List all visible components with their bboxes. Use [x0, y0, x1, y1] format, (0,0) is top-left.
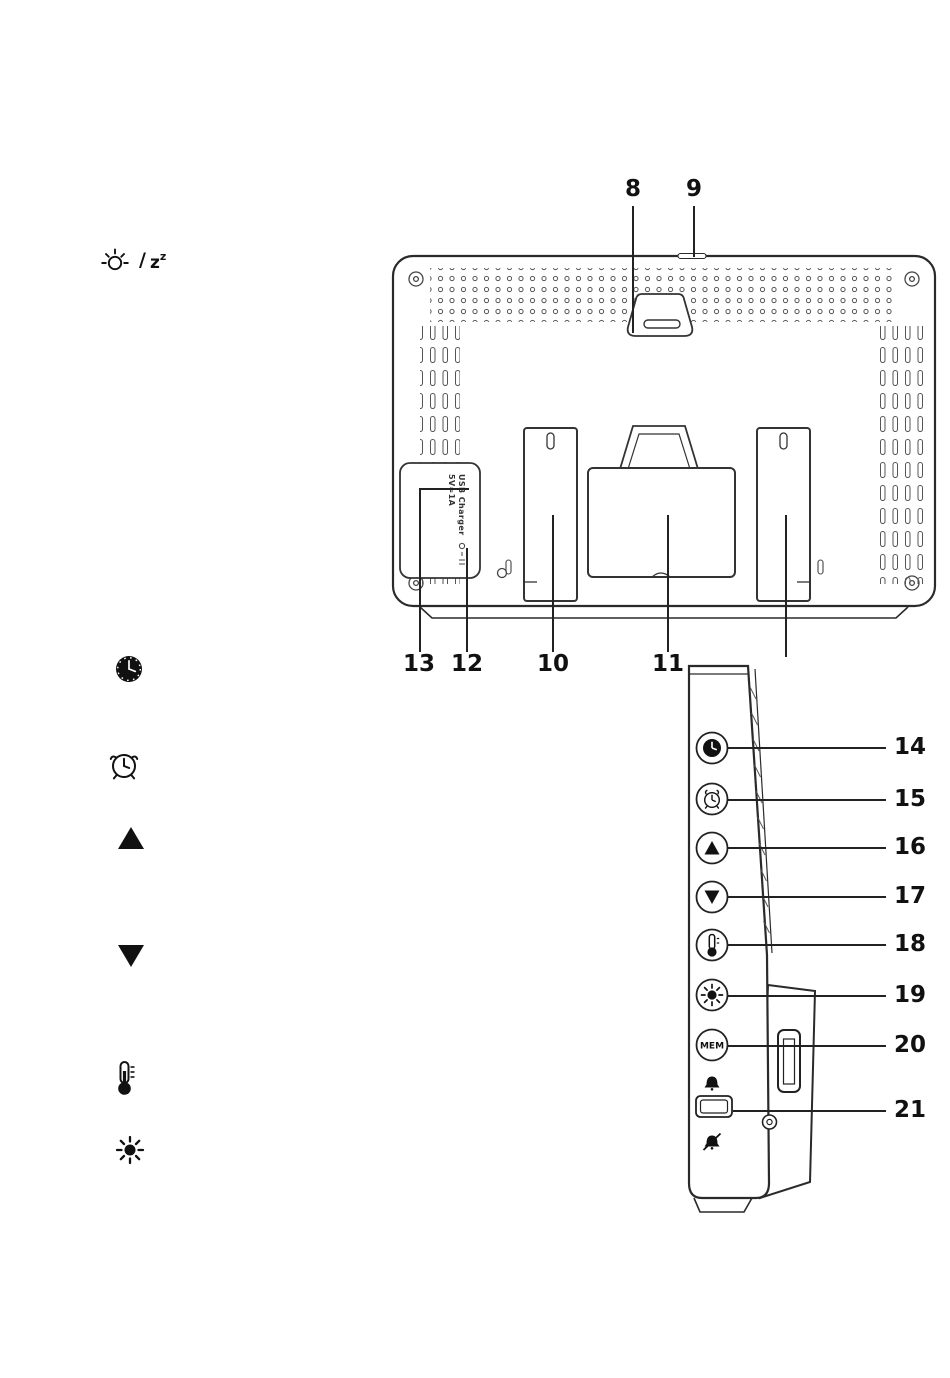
snooze-z-small: z [159, 249, 167, 263]
usb-port [777, 1029, 801, 1093]
stand-leg-left [523, 427, 578, 602]
stand-leg-right [756, 427, 811, 602]
callout-label-19: 19 [894, 982, 927, 1008]
callout-line-16 [728, 847, 886, 849]
callout-label-9: 9 [685, 176, 703, 202]
callout-line-right-leg [785, 515, 787, 657]
mem-button: MEM [695, 1028, 729, 1062]
vent-slats-right [876, 326, 926, 584]
wall-mount-hanger [626, 293, 694, 337]
callout-line-10 [552, 515, 554, 652]
callout-line-14 [728, 747, 886, 749]
device-side-view: MEM [687, 664, 817, 1213]
alarm-off-icon [702, 1132, 722, 1151]
callout-label-21: 21 [894, 1097, 927, 1123]
callout-label-8: 8 [624, 176, 642, 202]
callout-label-11: 11 [651, 651, 685, 677]
callout-label-17: 17 [894, 883, 927, 909]
temperature-button [695, 928, 729, 962]
alarm-button-icon [704, 789, 721, 810]
callout-line-20 [728, 1045, 886, 1047]
callout-line-9 [693, 206, 695, 257]
up-arrow-icon [118, 827, 144, 849]
brightness-button-icon [700, 983, 724, 1007]
callout-label-13: 13 [402, 651, 436, 677]
reset-hole [496, 567, 508, 579]
usb-charger-label: 5V=1A USB Charger [447, 474, 466, 536]
callout-label-14: 14 [894, 734, 927, 760]
callout-line-15 [728, 799, 886, 801]
corner-screws [408, 271, 920, 591]
callout-line-17 [728, 896, 886, 898]
clock-icon [116, 656, 142, 682]
callout-line-21 [733, 1110, 886, 1112]
down-button-icon [704, 890, 720, 904]
callout-line-13-horizontal [419, 488, 469, 490]
brightness-button [695, 978, 729, 1012]
callout-label-10: 10 [536, 651, 570, 677]
callout-line-18 [728, 944, 886, 946]
up-button [695, 831, 729, 865]
callout-line-19 [728, 995, 886, 997]
snooze-z-large: z [149, 252, 160, 273]
kickstand-hinge [619, 425, 699, 470]
callout-label-15: 15 [894, 786, 927, 812]
callout-line-11 [667, 515, 669, 652]
callout-line-8 [632, 206, 634, 333]
mem-button-label: MEM [700, 1042, 724, 1052]
clock-button [695, 731, 729, 765]
up-button-icon [704, 841, 720, 855]
brightness-icon [115, 1135, 145, 1165]
usb-label-line2: USB Charger [457, 474, 466, 536]
alarm-button [695, 782, 729, 816]
down-button [695, 880, 729, 914]
alarm-icon [109, 754, 139, 780]
dc-jack [761, 1114, 778, 1130]
dc-polarity-mark [458, 542, 466, 565]
thermometer-icon [118, 1061, 135, 1095]
temperature-button-icon [707, 933, 720, 957]
callout-line-12 [466, 548, 468, 652]
down-arrow-icon [118, 945, 144, 967]
light-snooze-icon [101, 248, 129, 271]
alarm-switch [695, 1095, 733, 1118]
callout-label-20: 20 [894, 1032, 927, 1058]
snooze-slash: / [139, 248, 146, 271]
panel-slot-right [817, 559, 824, 575]
battery-cover [587, 467, 736, 578]
callout-label-16: 16 [894, 834, 927, 860]
usb-label-line1: 5V=1A [447, 474, 456, 507]
panel-slot-left [505, 559, 512, 575]
top-sensor-slot [677, 252, 707, 260]
device-back-view [391, 252, 937, 619]
alarm-on-icon [704, 1076, 720, 1091]
callout-line-13 [419, 488, 421, 652]
callout-label-18: 18 [894, 931, 927, 957]
callout-label-12: 12 [450, 651, 484, 677]
